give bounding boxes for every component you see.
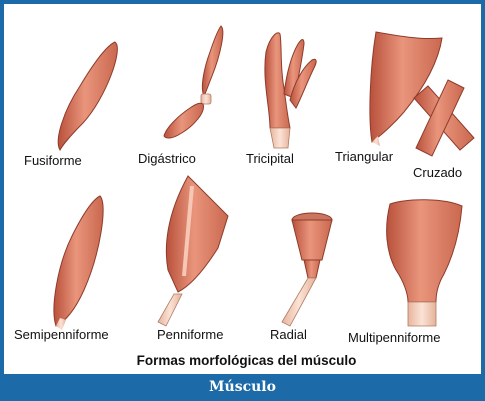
label-radial: Radial [270,327,307,342]
cruzado-muscle [414,80,474,156]
multipenniforme-muscle [387,200,462,326]
fusiforme-muscle [58,42,117,150]
label-fusiforme: Fusiforme [24,153,82,168]
label-multipenniforme: Multipenniforme [348,330,441,345]
penniforme-muscle [158,176,228,326]
semipenniforme-muscle [54,196,103,330]
tricipital-muscle [265,33,316,148]
radial-muscle [282,213,332,326]
label-penniforme: Penniforme [157,327,223,342]
label-cruzado: Cruzado [413,165,462,180]
muscle-shapes-illustration [8,8,485,374]
label-semipenniforme: Semipenniforme [14,327,109,342]
label-tricipital: Tricipital [246,151,294,166]
muscle-shapes-figure: Fusiforme Digástrico Tricipital Triangul… [8,8,485,374]
footer-banner: Músculo [0,374,485,401]
figure-caption: Formas morfológicas del músculo [8,353,485,368]
label-triangular: Triangular [335,149,393,164]
digastrico-muscle [164,26,223,138]
label-digastrico: Digástrico [138,151,196,166]
